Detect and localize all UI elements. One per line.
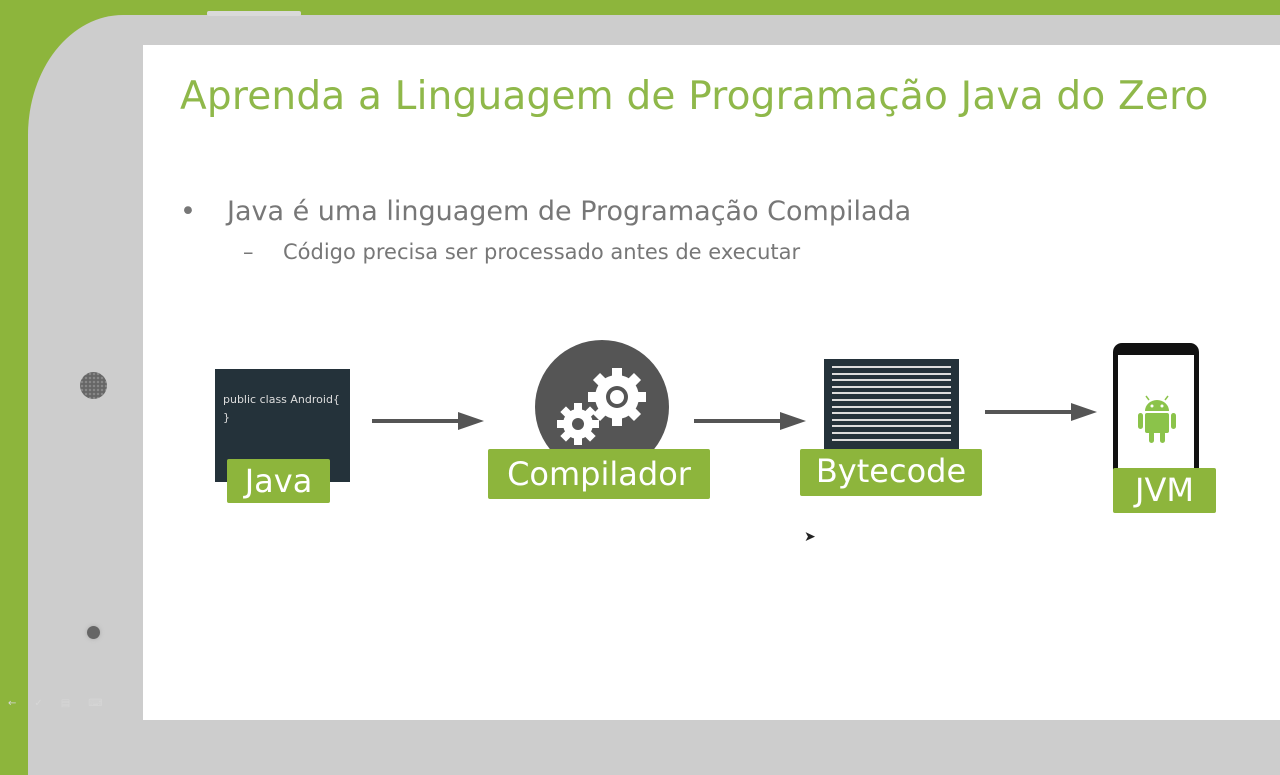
step-label-bytecode: Bytecode bbox=[800, 449, 982, 496]
step-label-compilador: Compilador bbox=[488, 449, 710, 499]
step-label-java: Java bbox=[227, 459, 330, 503]
arrow bbox=[694, 412, 806, 430]
phone-icon bbox=[1113, 343, 1199, 478]
camera-icon bbox=[80, 372, 107, 399]
bullet-text: Java é uma linguagem de Programação Comp… bbox=[227, 196, 912, 227]
slide-title: Aprenda a Linguagem de Programação Java … bbox=[180, 74, 1209, 119]
cursor-icon: ➤ bbox=[804, 529, 816, 545]
arrow bbox=[372, 412, 484, 430]
step-label-jvm: JVM bbox=[1113, 468, 1216, 513]
arrow bbox=[985, 403, 1097, 421]
bytecode-icon bbox=[824, 359, 959, 451]
code-line: } bbox=[223, 411, 230, 424]
sub-bullet-marker: – bbox=[243, 240, 254, 264]
code-line: public class Android{ bbox=[223, 393, 340, 406]
home-button-icon[interactable] bbox=[87, 626, 100, 639]
android-icon bbox=[1138, 395, 1176, 443]
check-icon[interactable]: ✓ bbox=[34, 698, 43, 709]
sub-bullet-text: Código precisa ser processado antes de e… bbox=[283, 240, 801, 264]
keyboard-icon[interactable]: ⌨ bbox=[88, 698, 103, 709]
menu-icon[interactable]: ▤ bbox=[60, 698, 71, 709]
bullet-marker: • bbox=[180, 196, 196, 227]
back-icon[interactable]: ← bbox=[8, 698, 17, 709]
tablet-top-button bbox=[207, 11, 301, 16]
nav-icons: ← ✓ ▤ ⌨ bbox=[8, 698, 103, 709]
sub-bullet: – Código precisa ser processado antes de … bbox=[243, 240, 800, 264]
